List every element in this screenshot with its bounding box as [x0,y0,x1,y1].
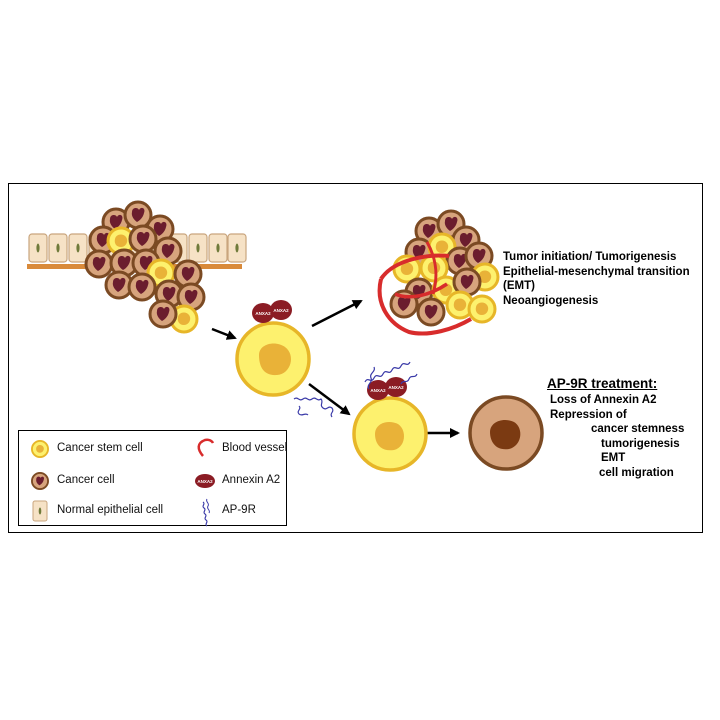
annexin-a2-icon [385,377,407,397]
legend-label-normal-epithelial-cell: Normal epithelial cell [57,504,164,516]
arrow-to-treated-cell [308,383,351,416]
differentiated-cell [468,395,544,471]
outcome-line: (EMT) [503,280,535,292]
blood-vessel [377,278,473,336]
outcome-line: Epithelial-mesenchymal transition [503,265,690,278]
outcome-line: Neoangiogenesis [503,294,599,307]
blood-vessel [379,253,450,281]
blood-vessel [425,241,438,295]
treatment-item: cell migration [599,466,674,479]
arrow-to-tumor [311,299,363,328]
cancer-cell-icon [31,472,49,490]
treatment-item: EMT [601,452,626,464]
tumor-outcomes: Tumor initiation/ Tumorigenesis Epitheli… [503,250,690,308]
tumor-cluster [84,200,206,334]
normal-epithelial-cell-icon [32,500,48,522]
legend-label-cancer-cell: Cancer cell [57,474,115,486]
outcome-line: Tumor initiation/ Tumorigenesis [503,251,677,263]
treatment-title: AP-9R treatment: [547,376,658,391]
treatment-item: tumorigenesis [601,437,680,450]
ap9r-peptide-icon [367,366,375,390]
legend-label-blood-vessel: Blood vessel [222,442,288,454]
legend-icons: ANXA2 [31,438,215,527]
svg-text:ANXA2: ANXA2 [197,479,213,484]
central-stem-cell [235,300,311,397]
blood-vessel [394,282,448,299]
ap9r-peptide-icon [364,361,411,383]
annexin-a2-icon [270,300,292,320]
ap9r-peptide-icon [293,397,334,418]
ap9r-peptide-icon [400,373,418,385]
annexin-a2-icon: ANXA2 [195,474,215,488]
legend-label-annexin-a2: Annexin A2 [222,474,281,486]
treatment-loss: Loss of Annexin A2 [550,394,657,406]
blood-vessel-icon [197,438,215,457]
arrow-to-stem-cell [211,327,237,340]
treatment-items: cancer stemness tumorigenesis EMT cell m… [591,422,684,480]
figure-panel: ANXA2 [8,183,703,533]
treated-stem-cell [352,361,428,472]
treatment-item: cancer stemness [591,423,685,435]
cancer-stem-cell-icon [31,440,49,458]
ap9r-icon [202,501,208,527]
legend: ANXA2 Cancer stem cell Cancer cell Norma… [18,430,288,527]
diagram-canvas: ANXA2 [27,200,544,472]
ap9r-peptide-icon [297,405,309,416]
treatment-repression: Repression of [550,409,627,421]
vascularized-tumor [377,209,500,336]
ap9r-icon [206,498,210,514]
legend-label-cancer-stem-cell: Cancer stem cell [57,442,143,454]
legend-label-ap9r: AP-9R [222,504,256,516]
